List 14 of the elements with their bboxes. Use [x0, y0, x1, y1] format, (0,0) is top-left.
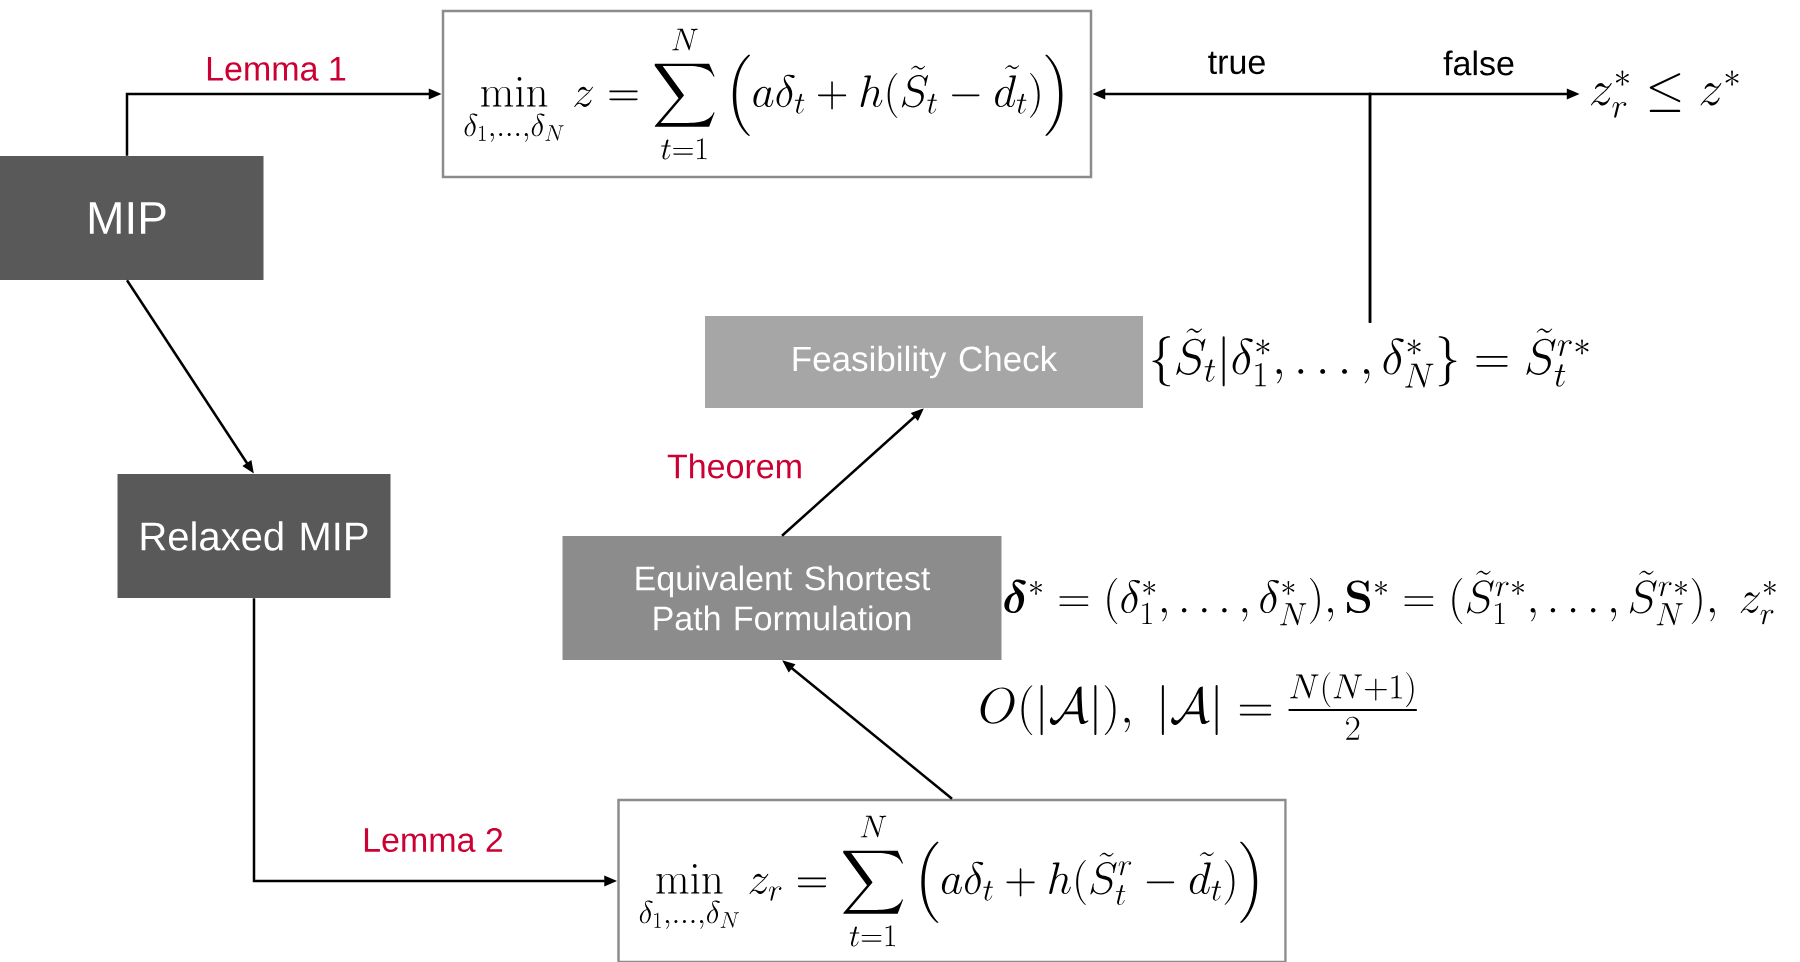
- process-box: Relaxed MIP: [117, 474, 391, 598]
- edge-label: false: [1443, 50, 1514, 76]
- formula-box: $\min_{\delta_1,\dots,\delta_N} z_r = \sum_{t=1}^{N} \left(a\delta_t + h(\tilde{S}_t^r - \tilde{d}_t)\right)$: [617, 798, 1287, 962]
- formula-box: $\min_{\delta_1,\dots,\delta_N} z = \sum_{t=1}^{N} \left(a\delta_t + h(\tilde{S}_t - \tilde{d}_t)\right)$: [441, 9, 1093, 179]
- edge-label: true: [1208, 51, 1265, 75]
- process-box: Equivalent Shortest Path Formulation: [562, 536, 1002, 660]
- formula: $\{\tilde{S}_t | \delta_1^*,\dots,\delta_N^*\} = \tilde{S}_t^{r*}$: [1152, 328, 1589, 388]
- edge-label: Theorem: [667, 453, 801, 479]
- edge-label: Lemma 2: [364, 827, 503, 853]
- process-box: MIP: [0, 156, 264, 280]
- formula: $z_r^* \leq z^*$: [1590, 70, 1739, 118]
- process-box: Feasibility Check: [705, 316, 1143, 408]
- edge-label: Lemma 1: [207, 57, 346, 81]
- formula: $O(|\mathcal{A}|),\ |\mathcal{A}| = \frac{N(N+1)}{2}$: [980, 672, 1417, 740]
